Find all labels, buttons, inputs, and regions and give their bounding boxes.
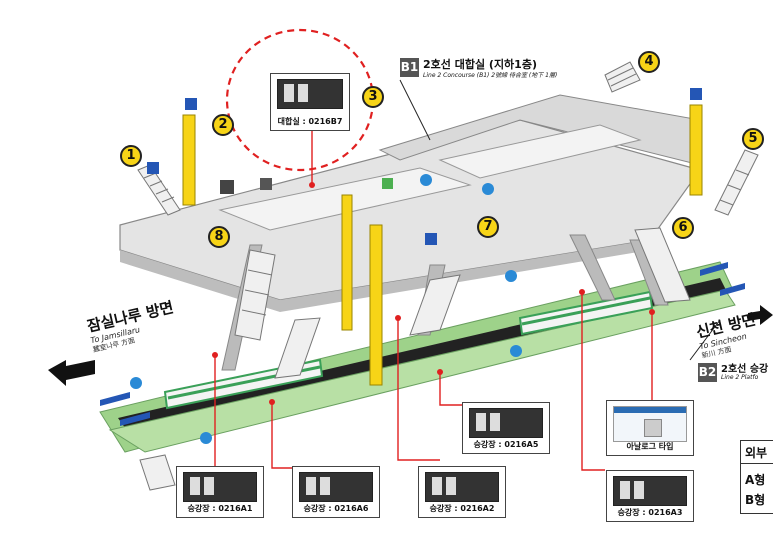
accessible-icon xyxy=(690,88,702,100)
camera-caption: 승강장 : 0216A2 xyxy=(429,504,495,513)
accessible-icon xyxy=(185,98,197,110)
legend-box: 외부 A형 B형 xyxy=(740,440,773,514)
accessible-icon xyxy=(425,233,437,245)
stairs-exit-4 xyxy=(604,61,641,93)
exit-number-2: 2 xyxy=(212,114,234,136)
exit-number-8: 8 xyxy=(208,226,230,248)
camera-caption: 승강장 : 0216A1 xyxy=(187,504,253,513)
legend-title: 외부 xyxy=(745,446,768,460)
exit-number-1: 1 xyxy=(120,145,142,167)
info-icon xyxy=(200,432,212,444)
info-icon xyxy=(505,270,517,282)
exit-number-7: 7 xyxy=(477,216,499,238)
legend-line-a: A형 xyxy=(745,473,766,487)
camera-caption: 대합실 : 0216B7 xyxy=(277,117,343,126)
legend-line-b: B형 xyxy=(745,493,766,507)
camera-callout-a3: 승강장 : 0216A3 xyxy=(606,470,694,522)
exit-number-3: 3 xyxy=(362,86,384,108)
camera-callout-a5: 승강장 : 0216A5 xyxy=(462,402,550,454)
arrow-left-icon xyxy=(48,360,95,386)
platform-edge xyxy=(108,289,736,453)
train-right xyxy=(518,290,654,336)
restroom-icon xyxy=(220,180,234,194)
restroom-icon xyxy=(260,178,272,190)
exit-arrow-icons xyxy=(100,262,745,426)
support-column xyxy=(569,234,616,301)
concourse-title: 2호선 대합실 (지하1층) xyxy=(423,58,537,71)
stairs-platform xyxy=(139,227,691,491)
camera-callout-concourse: 대합실 : 0216B7 xyxy=(270,73,350,131)
info-icon xyxy=(482,183,494,195)
green-box-icon xyxy=(382,178,393,189)
pillar xyxy=(689,104,703,196)
info-icon xyxy=(130,377,142,389)
level-badge-b1: B1 xyxy=(400,58,419,77)
concourse-subtitle: Line 2 Concourse (B1) 2號線 待合室 (地下 1層) xyxy=(423,72,558,79)
info-icon xyxy=(420,174,432,186)
camera-caption: 승강장 : 0216A6 xyxy=(303,504,369,513)
arrow-right-icon xyxy=(748,305,773,325)
camera-caption: 승강장 : 0216A5 xyxy=(473,440,539,449)
camera-callout-a1: 승강장 : 0216A1 xyxy=(176,466,264,518)
exit-number-5: 5 xyxy=(742,128,764,150)
stairs-exit-1 xyxy=(137,164,181,216)
info-icon xyxy=(510,345,522,357)
camera-callout-a6: 승강장 : 0216A6 xyxy=(292,466,380,518)
camera-caption: 아날로그 타입 xyxy=(626,442,674,451)
pillar xyxy=(369,224,383,386)
platform-title: 2호선 승강 xyxy=(721,364,769,375)
exit-number-4: 4 xyxy=(638,51,660,73)
pillar xyxy=(182,114,196,206)
platform-subtitle: Line 2 Platfo xyxy=(721,374,759,381)
pillar xyxy=(341,194,353,331)
camera-callout-analog: 아날로그 타입 xyxy=(606,400,694,456)
stairs-exit-5 xyxy=(714,149,759,216)
leader-dots xyxy=(212,182,655,405)
level-badge-b2: B2 xyxy=(698,363,717,382)
camera-caption: 승강장 : 0216A3 xyxy=(617,508,683,517)
camera-callout-a2: 승강장 : 0216A2 xyxy=(418,466,506,518)
exit-number-6: 6 xyxy=(672,217,694,239)
accessible-icon xyxy=(147,162,159,174)
